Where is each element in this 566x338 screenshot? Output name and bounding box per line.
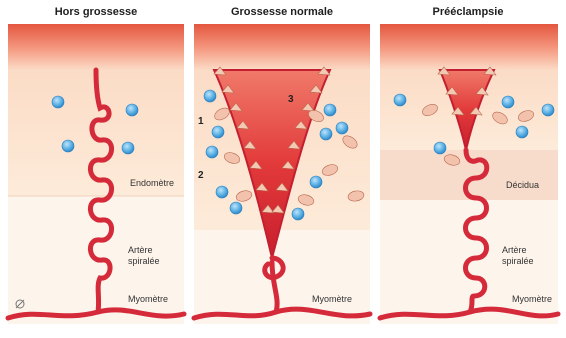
marker-2: 2 bbox=[198, 170, 204, 181]
blue-cell bbox=[126, 104, 138, 116]
label-decidua: Décidua bbox=[506, 180, 539, 190]
blue-cell bbox=[394, 94, 406, 106]
blue-cell bbox=[122, 142, 134, 154]
blue-cell bbox=[292, 208, 304, 220]
blue-cell bbox=[52, 96, 64, 108]
label-endometre: Endomètre bbox=[130, 178, 174, 188]
blue-cell bbox=[324, 104, 336, 116]
panel3-decidua-band bbox=[380, 24, 558, 70]
blue-cell bbox=[212, 126, 224, 138]
label-artere-line1: Artère bbox=[128, 245, 153, 255]
marker-1: 1 bbox=[198, 116, 204, 127]
blue-cell bbox=[206, 146, 218, 158]
blue-cell bbox=[502, 96, 514, 108]
panel1-decidua-band bbox=[8, 24, 184, 70]
panel-preeclampsie: Décidua Artère spiralée Myomètre bbox=[380, 24, 558, 324]
blue-cell bbox=[320, 128, 332, 140]
label-artere-line2-p3: spiralée bbox=[502, 256, 534, 266]
blue-cell bbox=[516, 126, 528, 138]
blue-cell bbox=[62, 140, 74, 152]
blue-cell bbox=[542, 104, 554, 116]
blue-cell bbox=[434, 142, 446, 154]
panel2-decidua-band bbox=[194, 24, 370, 70]
panel-hors-grossesse: Endomètre Artère spiralée Myomètre bbox=[8, 24, 184, 324]
label-artere-line1-p3: Artère bbox=[502, 245, 527, 255]
marker-3: 3 bbox=[288, 94, 294, 105]
blue-cell bbox=[310, 176, 322, 188]
blue-cell bbox=[204, 90, 216, 102]
label-myometre-1: Myomètre bbox=[128, 294, 168, 304]
label-myometre-2: Myomètre bbox=[312, 294, 352, 304]
blue-cell bbox=[336, 122, 348, 134]
label-artere-line2: spiralée bbox=[128, 256, 160, 266]
label-myometre-3: Myomètre bbox=[512, 294, 552, 304]
blue-cell bbox=[216, 186, 228, 198]
panel-grossesse-normale: 1 2 3 Myomètre bbox=[194, 24, 370, 324]
blue-cell bbox=[230, 202, 242, 214]
